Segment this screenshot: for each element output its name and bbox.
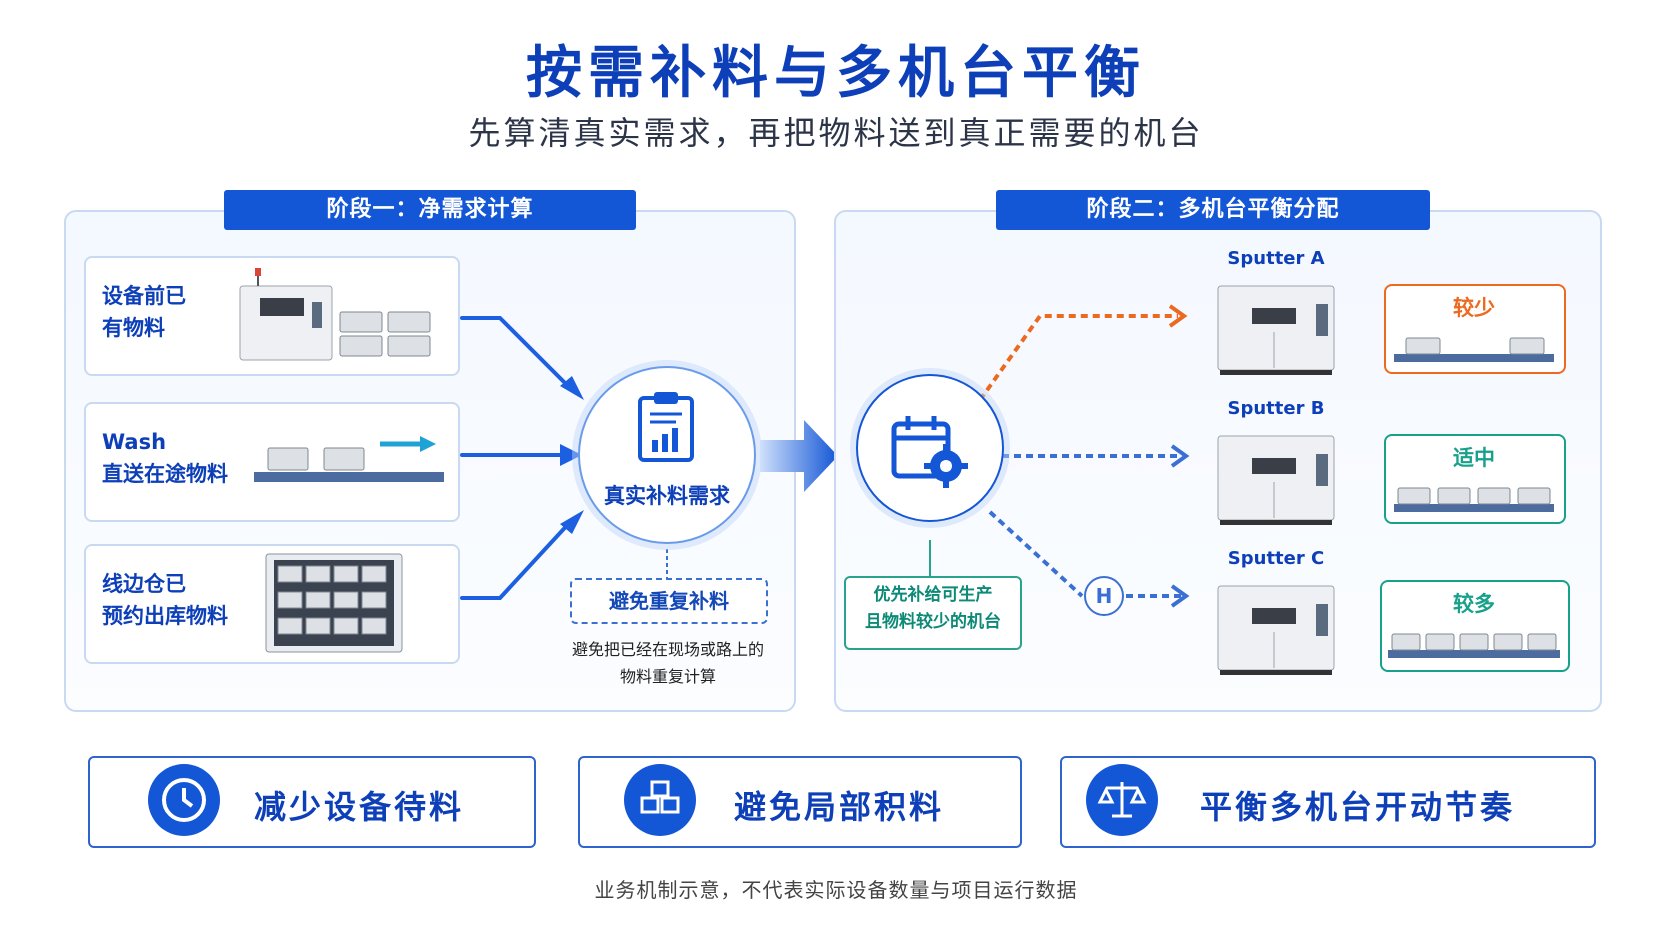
footer-disclaimer: 业务机制示意，不代表实际设备数量与项目运行数据 [594,878,1078,902]
priority-line-1: 优先补给可生产 [873,585,993,605]
avoid-duplicate-box: 避免重复补料 [570,578,768,624]
calendar-gear-icon [891,416,968,488]
source-card-existing-text: 设备前已 有物料 [102,280,186,344]
source-card-warehouse-text: 线边仓已 预约出库物料 [102,568,228,632]
source-line-1: 线边仓已 [102,572,186,596]
stock-bins-c [1388,633,1560,658]
stock-bins-b [1394,487,1554,512]
priority-rule-box: 优先补给可生产 且物料较少的机台 [844,576,1022,650]
stock-bins-a [1394,337,1554,362]
benefit-label-avoid-pileup: 避免局部积料 [734,788,945,826]
source-line-1: 设备前已 [102,284,186,308]
machine-with-bins-image [239,268,431,361]
phase1-header: 阶段一：净需求计算 [224,190,636,230]
note-line-2: 物料重复计算 [619,667,716,686]
source-line-2: 有物料 [102,316,165,340]
source-line-2: 直送在途物料 [102,462,228,486]
demand-label: 真实补料需求 [604,484,730,508]
cubes-icon [624,764,696,836]
phase2-header: 阶段二：多机台平衡分配 [996,190,1430,230]
machine-b-label: Sputter B [1227,398,1325,419]
source-card-wash-text: Wash 直送在途物料 [102,426,228,490]
source-line-1: Wash [102,430,167,454]
benefit-label-reduce-wait: 减少设备待料 [254,788,465,826]
phase-transition-arrow [760,420,838,492]
sputter-a-image [1217,285,1335,375]
dispatch-circle [856,374,1004,522]
source-line-2: 预约出库物料 [102,604,228,628]
note-line-1: 避免把已经在现场或路上的 [571,640,764,659]
avoid-duplicate-note: 避免把已经在现场或路上的 物料重复计算 [540,636,796,690]
scale-icon [1086,764,1158,836]
hold-marker: H [1084,576,1124,616]
conveyor-image [254,436,444,482]
page-title: 按需补料与多机台平衡 [526,41,1146,106]
stock-label-a: 较少 [1453,296,1495,320]
machine-a-label: Sputter A [1227,248,1325,269]
sputter-b-image [1217,435,1335,525]
clock-icon [148,764,220,836]
warehouse-rack-image [265,553,403,653]
stock-label-b: 适中 [1453,446,1495,470]
page-subtitle: 先算清真实需求，再把物料送到真正需要的机台 [468,114,1204,152]
machine-c-label: Sputter C [1227,548,1325,569]
priority-line-2: 且物料较少的机台 [865,612,1001,632]
stock-label-c: 较多 [1453,592,1495,616]
clipboard-chart-icon [638,392,694,462]
benefit-label-balance: 平衡多机台开动节奏 [1200,788,1516,826]
sputter-c-image [1217,585,1335,675]
